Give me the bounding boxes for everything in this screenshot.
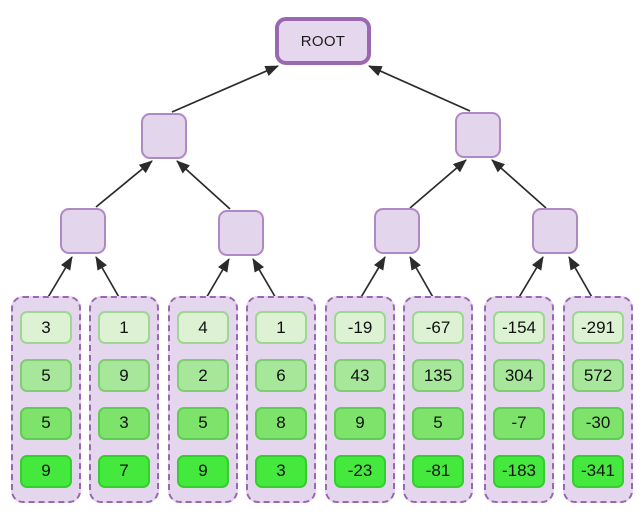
leaf-value-cell[interactable]: 5 [412,406,464,440]
edge-l3b-l2a [176,160,231,210]
leaf-value-cell[interactable]: 6 [255,359,307,393]
internal-node-level3-3[interactable] [374,208,420,254]
leaf-value-cell[interactable]: 304 [493,359,545,393]
edge-l2a-root [171,65,279,113]
edge-l3d-l2b [491,159,547,209]
edge-leaf3-l3b [204,258,230,301]
leaf-column[interactable]: 4 2 5 9 [168,296,238,503]
leaf-column[interactable]: 1 9 3 7 [89,296,159,503]
leaf-value-cell[interactable]: 5 [20,359,72,393]
leaf-column[interactable]: -291 572 -30 -341 [563,296,633,503]
leaf-value-cell[interactable]: 135 [412,359,464,393]
edge-leaf4-l3b [252,258,278,301]
leaf-value-cell[interactable]: -23 [334,454,386,488]
leaf-column[interactable]: -154 304 -7 -183 [484,296,554,503]
leaf-column[interactable]: 3 5 5 9 [11,296,81,503]
edge-leaf1-l3a [46,256,73,300]
leaf-value-cell[interactable]: 9 [98,359,150,393]
leaf-value-cell[interactable]: 572 [572,359,624,393]
root-label: ROOT [300,32,346,50]
leaf-value-cell[interactable]: 43 [334,359,386,393]
leaf-value-cell[interactable]: -291 [572,311,624,345]
internal-node-level3-2[interactable] [218,210,264,256]
internal-node-level3-4[interactable] [532,208,578,254]
leaf-column[interactable]: -67 135 5 -81 [403,296,473,503]
internal-node-level2-right[interactable] [455,112,501,158]
leaf-value-cell[interactable]: 1 [255,311,307,345]
leaf-value-cell[interactable]: 5 [177,406,229,440]
edge-leaf8-l3d [568,256,594,300]
leaf-value-cell[interactable]: 4 [177,311,229,345]
leaf-value-cell[interactable]: 9 [334,406,386,440]
edge-leaf5-l3c [359,256,386,300]
leaf-value-cell[interactable]: 3 [98,406,150,440]
edge-l3a-l2a [95,160,153,208]
leaf-value-cell[interactable]: -67 [412,311,464,345]
edge-leaf7-l3d [517,256,544,300]
leaf-value-cell[interactable]: 5 [20,406,72,440]
leaf-value-cell[interactable]: -183 [493,454,545,488]
leaf-value-cell[interactable]: 1 [98,311,150,345]
edge-l2b-root [368,65,471,112]
internal-node-level2-left[interactable] [141,113,187,159]
leaf-value-cell[interactable]: 3 [20,311,72,345]
leaf-value-cell[interactable]: -81 [412,454,464,488]
internal-node-level3-1[interactable] [60,208,106,254]
edge-leaf6-l3c [409,256,435,300]
leaf-value-cell[interactable]: -341 [572,454,624,488]
leaf-column[interactable]: -19 43 9 -23 [325,296,395,503]
leaf-value-cell[interactable]: 9 [20,454,72,488]
root-node[interactable]: ROOT [275,17,371,65]
leaf-value-cell[interactable]: -7 [493,406,545,440]
leaf-value-cell[interactable]: -30 [572,406,624,440]
leaf-value-cell[interactable]: 2 [177,359,229,393]
leaf-value-cell[interactable]: 3 [255,454,307,488]
leaf-column[interactable]: 1 6 8 3 [246,296,316,503]
edge-leaf2-l3a [95,256,121,300]
edge-l3c-l2b [409,159,467,209]
leaf-value-cell[interactable]: -154 [493,311,545,345]
leaf-value-cell[interactable]: -19 [334,311,386,345]
leaf-value-cell[interactable]: 7 [98,454,150,488]
leaf-value-cell[interactable]: 9 [177,454,229,488]
leaf-value-cell[interactable]: 8 [255,406,307,440]
